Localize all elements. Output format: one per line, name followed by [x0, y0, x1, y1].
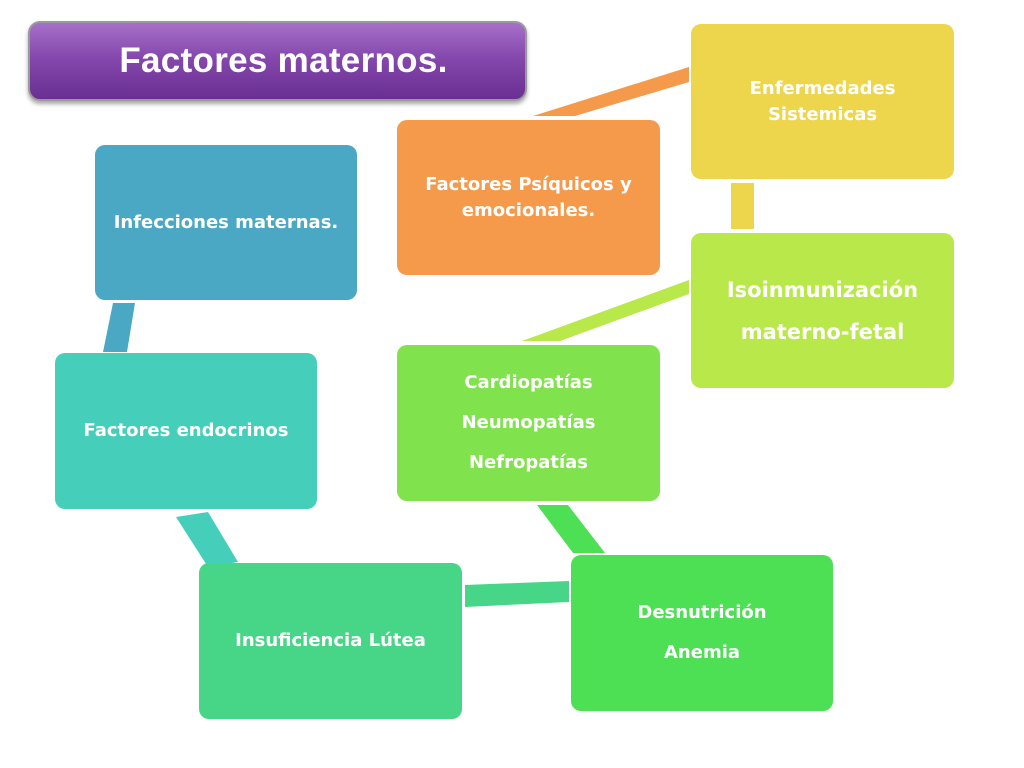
node-factores-psiquicos-emocionales: Factores Psíquicos y emocionales. — [397, 120, 660, 275]
node-label: Factores endocrinos — [83, 420, 289, 441]
connector-lutea-desnutricion — [465, 581, 569, 607]
node-label: Neumopatías — [461, 412, 596, 433]
node-label: emocionales. — [461, 199, 596, 221]
node-infecciones-maternas: Infecciones maternas. — [95, 145, 357, 300]
node-label: Anemia — [663, 642, 741, 663]
node-label: Factores Psíquicos y — [425, 173, 632, 195]
node-desnutricion-anemia: Desnutrición Anemia — [571, 555, 833, 711]
node-label: Desnutrición — [637, 602, 767, 623]
connector-isoinmunizacion-enfermedades — [731, 183, 754, 229]
node-insuficiencia-lutea: Insuficiencia Lútea — [199, 563, 462, 719]
node-isoinmunizacion-materno-fetal: Isoinmunización materno-fetal — [691, 233, 954, 388]
node-label: Sistemicas — [767, 103, 878, 125]
node-label: Infecciones maternas. — [113, 211, 339, 233]
connector-desnutricion-cardio — [537, 505, 605, 553]
connector-endocrinos-lutea — [176, 512, 238, 567]
connector-psiquicos-enfermedades — [533, 67, 689, 116]
node-factores-endocrinos: Factores endocrinos — [55, 353, 317, 509]
node-enfermedades-sistemicas: Enfermedades Sistemicas — [691, 24, 954, 179]
node-label: Enfermedades — [749, 77, 896, 99]
connector-infecciones-endocrinos — [103, 303, 135, 352]
connector-cardio-isoinmunizacion — [522, 280, 689, 341]
title-banner: Factores maternos. — [28, 21, 527, 101]
node-label: Nefropatías — [468, 452, 588, 473]
node-cardio-neumo-nefropatias: Cardiopatías Neumopatías Nefropatías — [397, 345, 660, 501]
node-label: materno-fetal — [740, 319, 905, 344]
node-label: Insuficiencia Lútea — [235, 630, 426, 651]
node-label: Cardiopatías — [464, 372, 593, 393]
page-title: Factores maternos. — [119, 41, 448, 80]
node-label: Isoinmunización — [726, 277, 919, 302]
